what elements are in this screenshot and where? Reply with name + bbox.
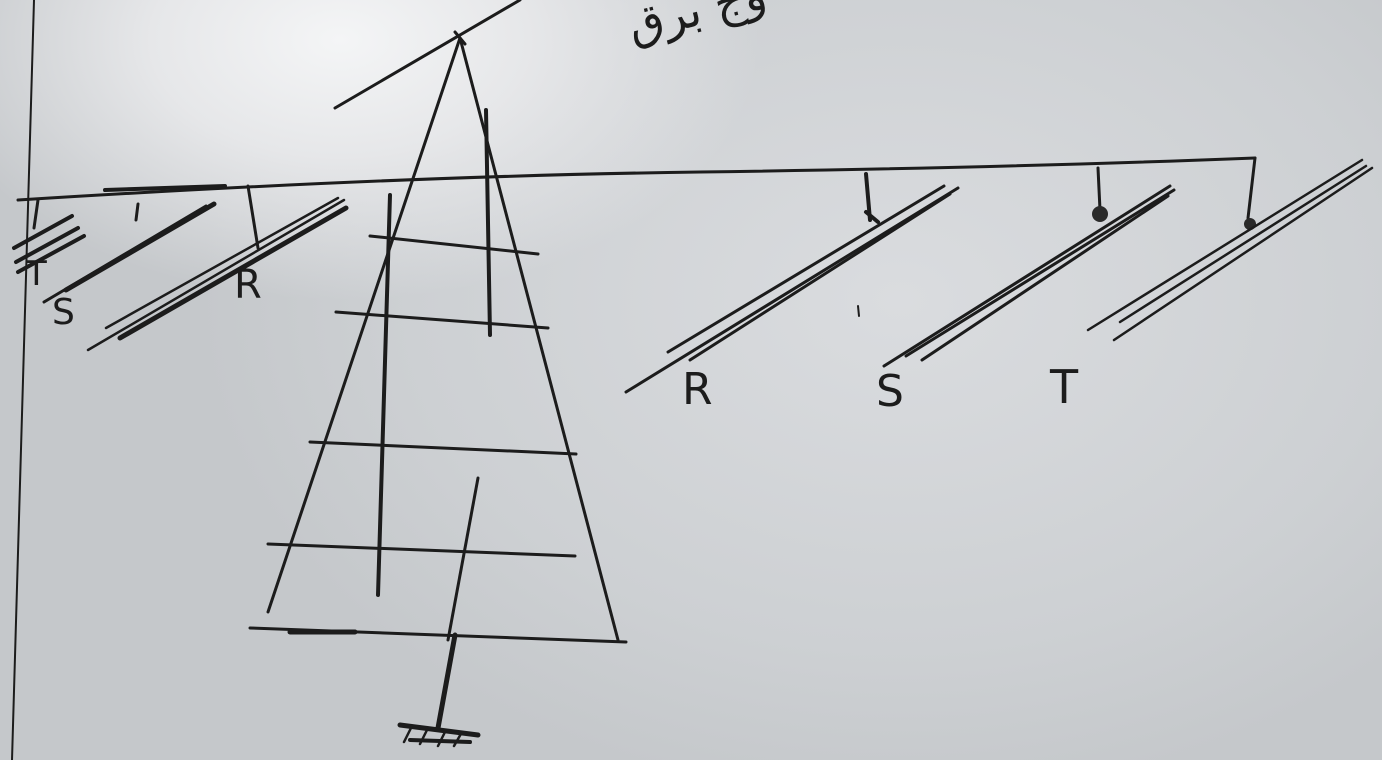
right-label-r: R bbox=[682, 364, 713, 415]
horizontal-thick-segment bbox=[103, 184, 227, 192]
ground-symbol bbox=[397, 632, 481, 748]
left-label-s: S bbox=[52, 292, 75, 333]
right-label-s: S bbox=[876, 366, 904, 417]
right-conductor-s bbox=[882, 166, 1176, 368]
top-diagonal-line bbox=[333, 0, 522, 110]
left-conductors bbox=[12, 184, 349, 352]
right-conductor-t bbox=[1086, 156, 1374, 342]
board-edge-line bbox=[11, 0, 35, 760]
main-horizontal-line bbox=[16, 156, 1257, 202]
stray-mark bbox=[857, 305, 860, 317]
tower-sketch bbox=[248, 30, 628, 644]
left-label-t: T bbox=[26, 254, 47, 294]
right-conductor-r bbox=[624, 172, 960, 394]
right-label-t: T bbox=[1050, 360, 1079, 414]
left-label-r: R bbox=[234, 262, 262, 308]
